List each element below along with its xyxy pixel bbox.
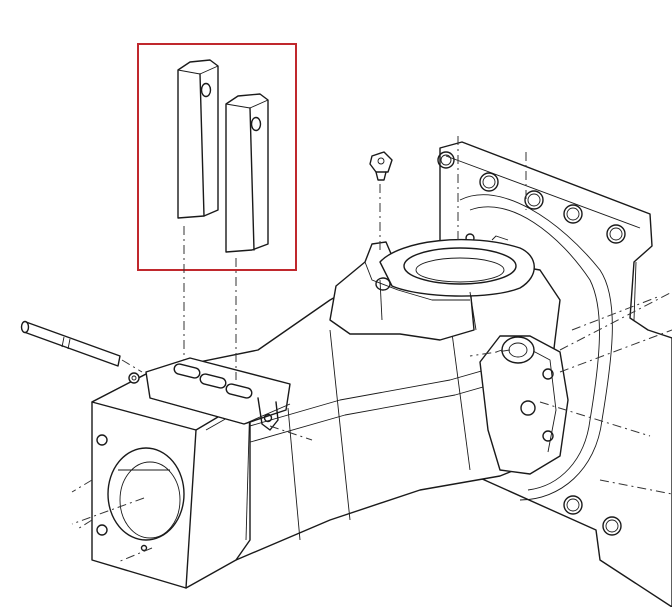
flange-hole	[606, 224, 626, 244]
wear-plate	[225, 93, 269, 253]
bolt	[128, 372, 140, 384]
slot-plate	[145, 357, 291, 431]
flange-hole	[563, 495, 583, 515]
flange-hole	[437, 151, 455, 169]
flange-hole	[602, 516, 622, 536]
pin	[20, 320, 121, 367]
housing	[149, 235, 569, 561]
flange-hole	[479, 172, 499, 192]
lug-hole	[375, 277, 391, 291]
bore	[107, 447, 185, 541]
assembly-axis-lines	[71, 136, 672, 563]
flange-hole	[524, 190, 544, 210]
swivel-bracket	[479, 335, 569, 475]
highlight-box	[137, 43, 297, 271]
wear-plate	[177, 59, 219, 219]
bolt	[369, 151, 393, 181]
flange-hole	[563, 204, 583, 224]
